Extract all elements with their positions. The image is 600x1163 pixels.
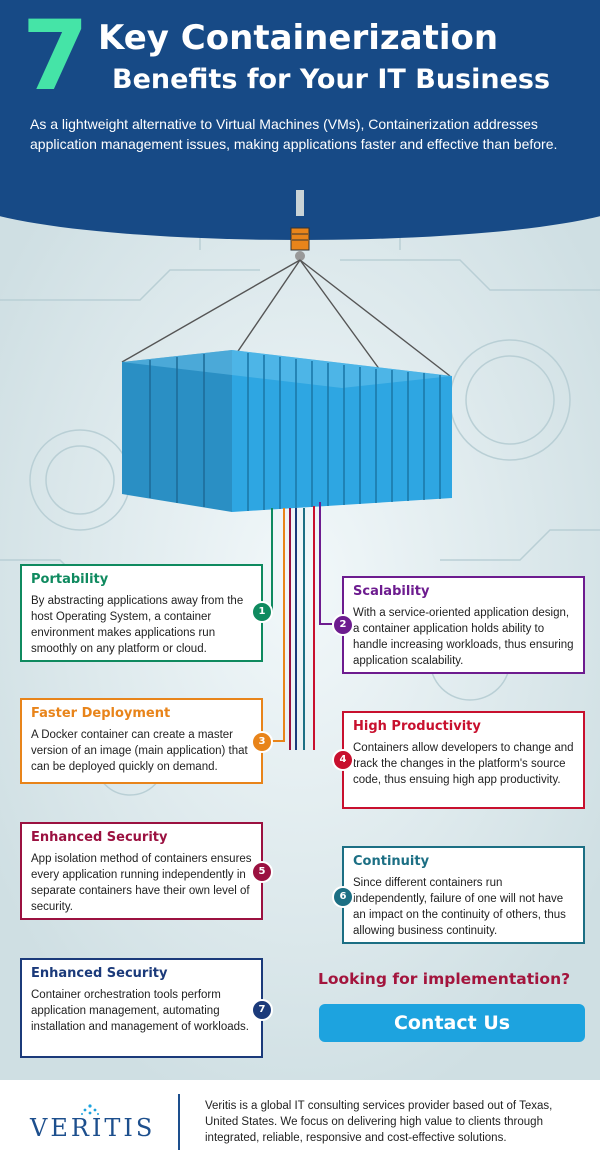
benefit-card-7: Enhanced Security Container orchestratio… <box>20 958 263 1058</box>
benefit-card-6: Continuity Since different containers ru… <box>342 846 585 944</box>
benefit-title: Portability <box>31 572 109 587</box>
cta-question: Looking for implementation? <box>318 970 571 988</box>
benefit-title: Enhanced Security <box>31 966 168 981</box>
benefit-badge-1: 1 <box>251 601 273 623</box>
benefit-card-4: High Productivity Containers allow devel… <box>342 711 585 809</box>
benefit-text: With a service-oriented application desi… <box>353 607 574 667</box>
header-title-line2: Benefits for Your IT Business <box>112 64 551 95</box>
logo-sparkle-icon <box>81 1104 99 1115</box>
benefit-card-3: Faster Deployment A Docker container can… <box>20 698 263 784</box>
benefit-text: Containers allow developers to change an… <box>353 742 574 786</box>
benefit-text: App isolation method of containers ensur… <box>31 853 252 913</box>
footer <box>0 1080 600 1163</box>
benefit-title: Continuity <box>353 854 430 869</box>
benefit-title: Faster Deployment <box>31 706 171 721</box>
contact-us-button[interactable]: Contact Us <box>319 1004 585 1042</box>
benefit-badge-5: 5 <box>251 861 273 883</box>
benefit-text: Container orchestration tools perform ap… <box>31 989 249 1033</box>
header-title-line1: Key Containerization <box>98 18 499 58</box>
benefit-badge-2: 2 <box>332 614 354 636</box>
benefit-card-1: Portability By abstracting applications … <box>20 564 263 662</box>
benefit-badge-6: 6 <box>332 886 354 908</box>
benefit-card-5: Enhanced Security App isolation method o… <box>20 822 263 920</box>
benefit-card-2: Scalability With a service-oriented appl… <box>342 576 585 674</box>
benefit-text: By abstracting applications away from th… <box>31 595 244 655</box>
veritis-logo: VERITIS <box>30 1114 156 1142</box>
benefit-title: High Productivity <box>353 719 481 734</box>
benefit-title: Enhanced Security <box>31 830 168 845</box>
benefit-badge-3: 3 <box>251 731 273 753</box>
benefit-title: Scalability <box>353 584 430 599</box>
header-number: 7 <box>22 0 89 112</box>
header-intro: As a lightweight alternative to Virtual … <box>30 116 558 152</box>
benefit-text: A Docker container can create a master v… <box>31 729 248 773</box>
crane-hook-icon <box>290 227 310 251</box>
footer-text: Veritis is a global IT consulting servic… <box>205 1100 553 1144</box>
footer-divider <box>178 1094 180 1150</box>
container-illustration <box>121 190 452 750</box>
benefit-text: Since different containers run independe… <box>353 877 566 937</box>
benefit-badge-7: 7 <box>251 999 273 1021</box>
benefit-badge-4: 4 <box>332 749 354 771</box>
